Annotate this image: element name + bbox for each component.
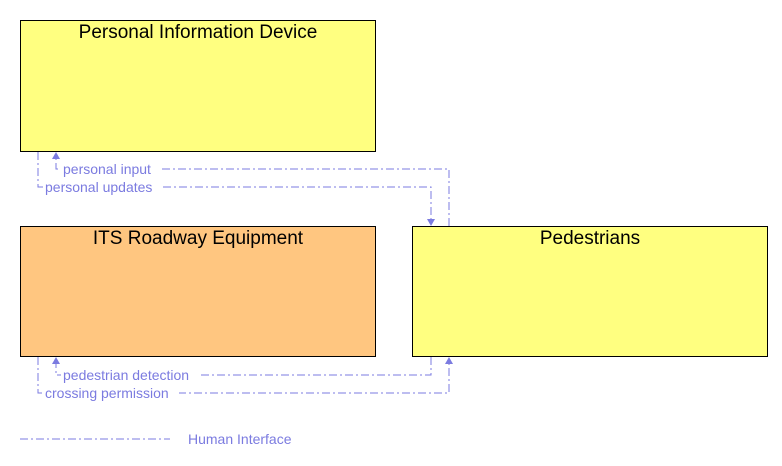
- its-roadway-equipment-label: ITS Roadway Equipment: [92, 228, 304, 249]
- crossing-permission-line: [37, 357, 450, 394]
- pedestrians-box: Pedestrians: [412, 226, 768, 357]
- personal-updates-label: personal updates: [45, 179, 152, 195]
- pedestrian-detection-label: pedestrian detection: [63, 367, 189, 383]
- personal-input-label: personal input: [63, 161, 151, 177]
- pedestrian-detection-arrowhead: [52, 357, 60, 364]
- legend-human-interface-label: Human Interface: [188, 431, 292, 447]
- personal-input-arrowhead: [52, 152, 60, 159]
- personal-information-device-label: Personal Information Device: [78, 22, 318, 43]
- crossing-permission-arrowhead: [445, 357, 453, 364]
- pedestrians-label: Pedestrians: [539, 228, 641, 249]
- its-roadway-equipment-box: ITS Roadway Equipment: [20, 226, 376, 357]
- personal-information-device-box: Personal Information Device: [20, 20, 376, 152]
- personal-input-line: [55, 158, 450, 226]
- personal-updates-line: [37, 152, 432, 220]
- crossing-permission-label: crossing permission: [45, 385, 169, 401]
- personal-updates-arrowhead: [427, 219, 435, 226]
